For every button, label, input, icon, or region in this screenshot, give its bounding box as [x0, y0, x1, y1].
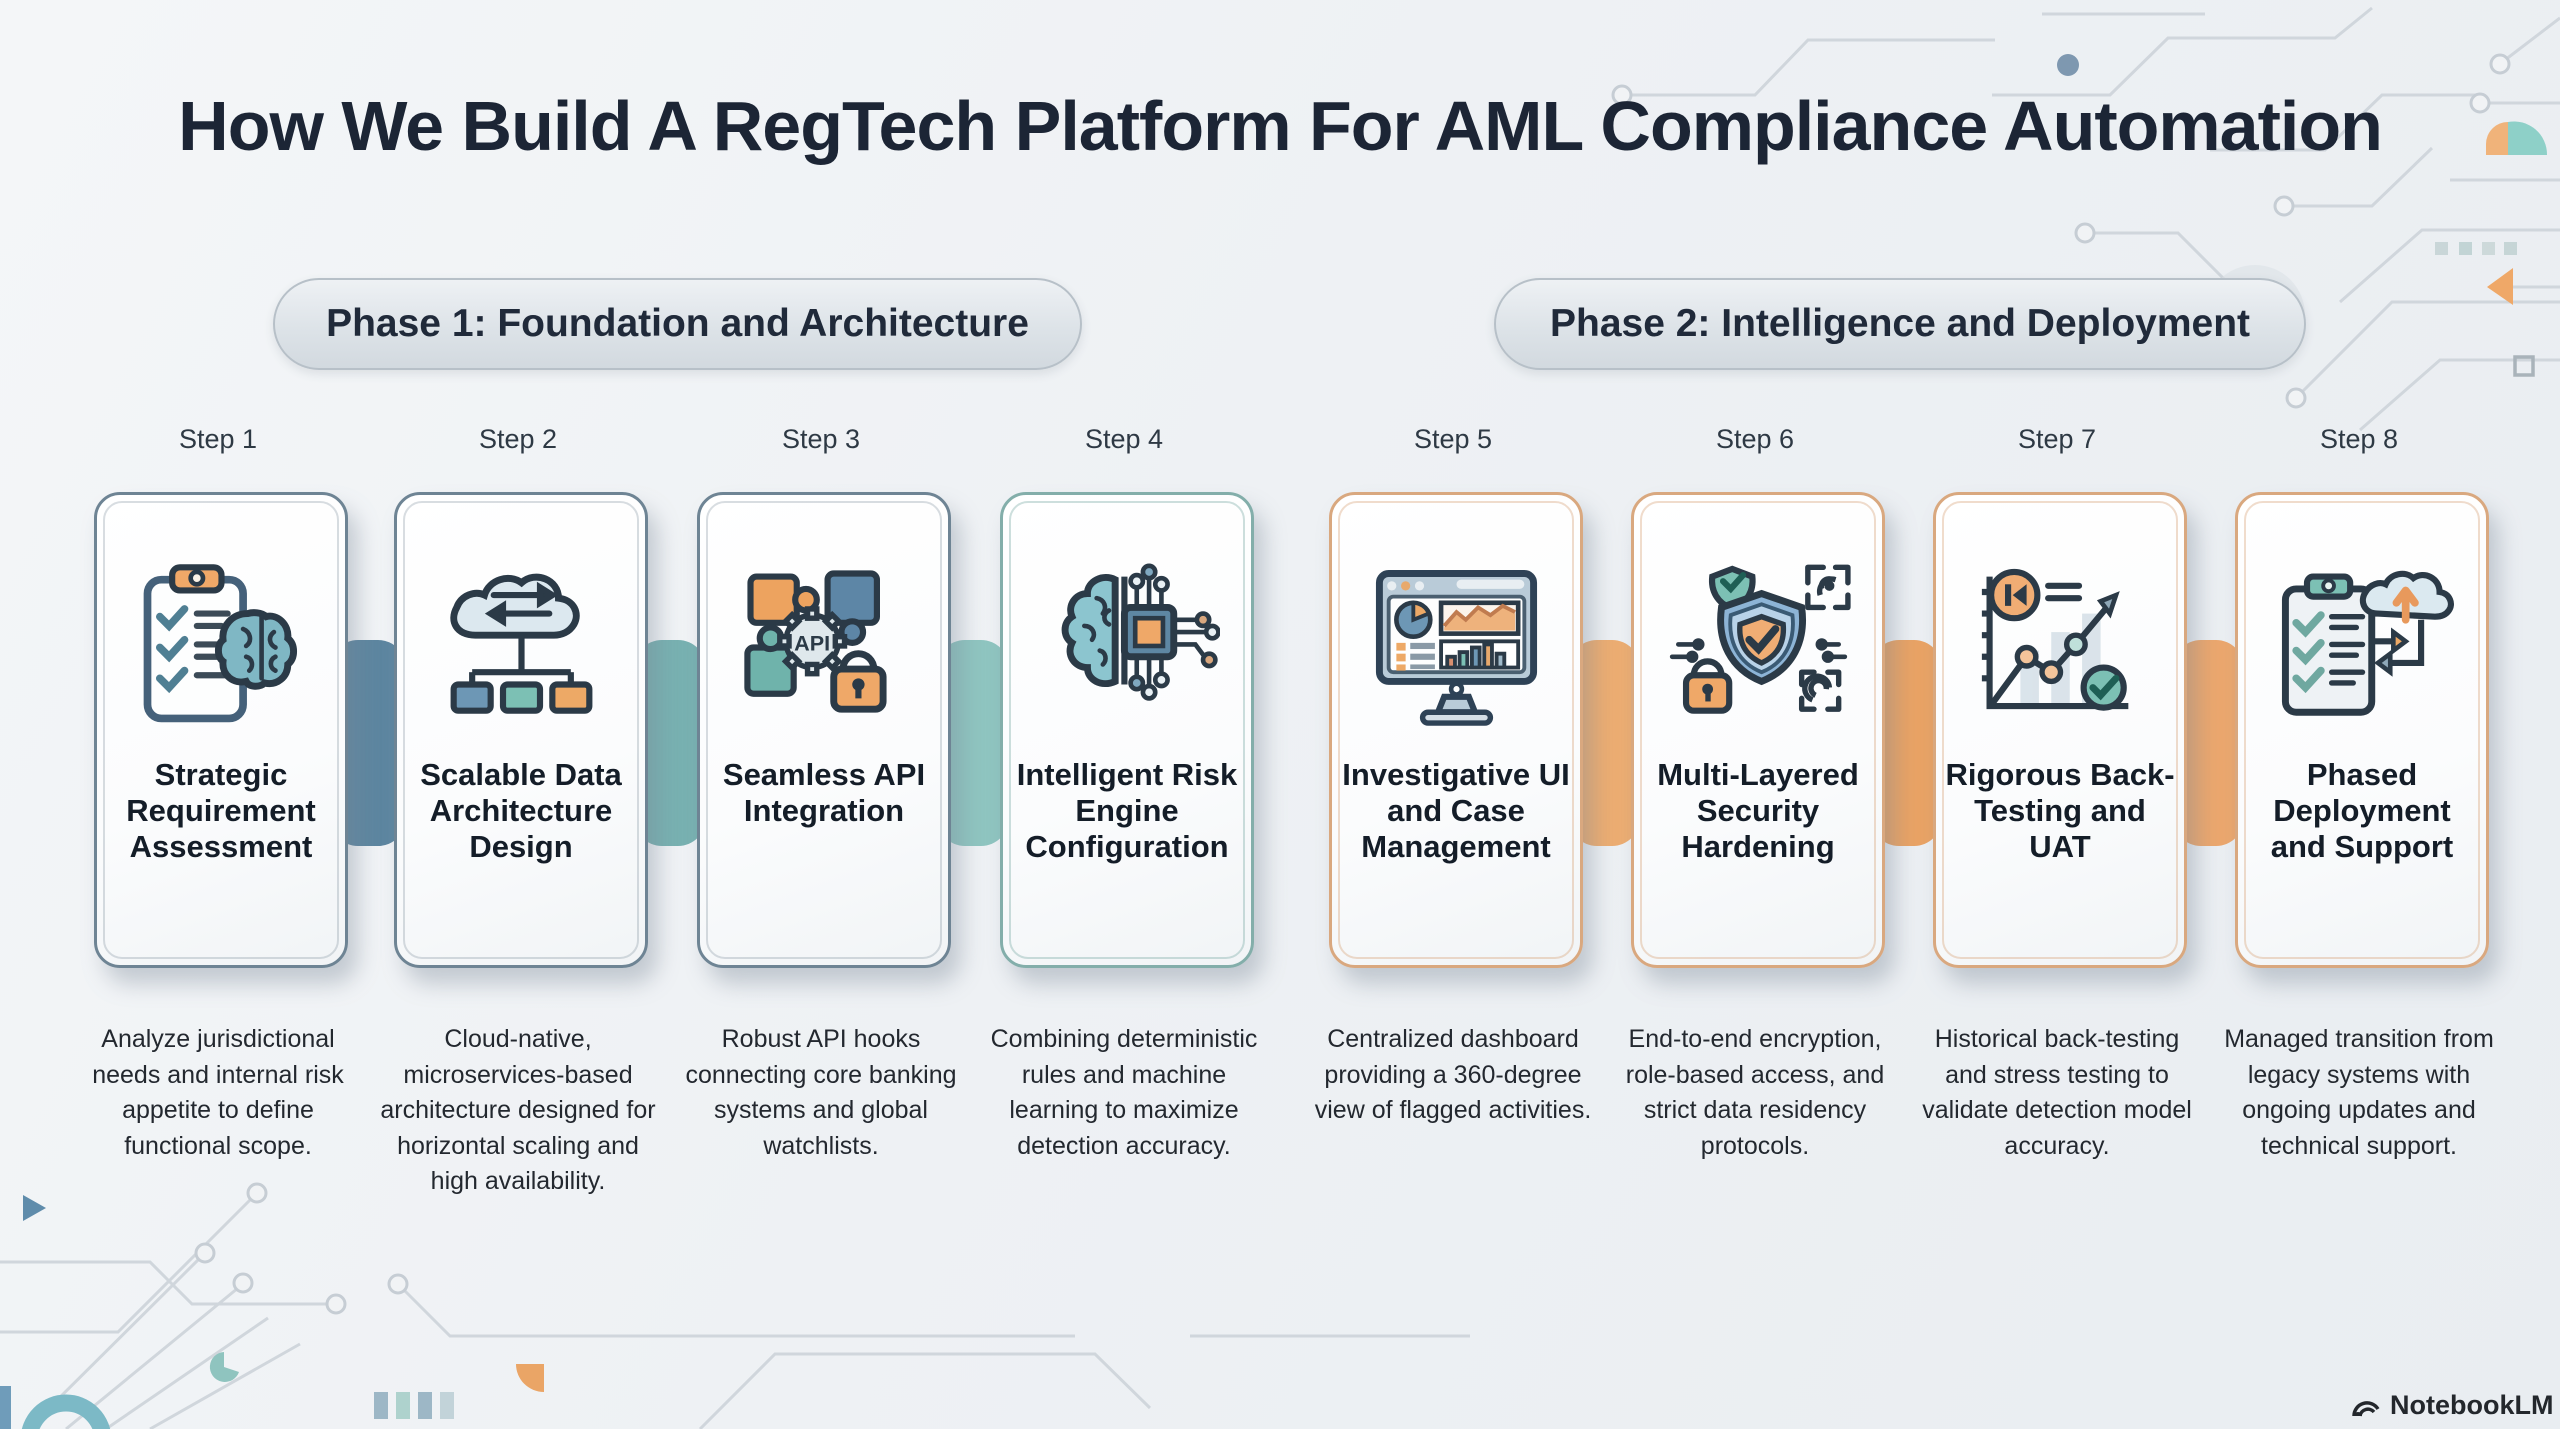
- watermark-label: NotebookLM: [2390, 1390, 2554, 1420]
- phase-1-badge: Phase 1: Foundation and Architecture: [273, 278, 1082, 370]
- step-3-label: Step 3: [781, 424, 861, 454]
- step-2-title: Scalable Data Architecture Design: [420, 757, 622, 864]
- step-1-card: Strategic Requirement Assessment: [94, 492, 348, 968]
- api-puzzle-lock-icon: API: [728, 547, 920, 747]
- watermark: NotebookLM: [2350, 1390, 2553, 1421]
- step-7-description: Historical back-testing and stress testi…: [1922, 1025, 2192, 1160]
- cloud-sync-hierarchy-icon: [425, 547, 617, 747]
- step-4-label: Step 4: [1084, 424, 1164, 454]
- clipboard-checklist-brain-icon: [125, 547, 317, 747]
- page-title: How We Build A RegTech Platform For AML …: [178, 87, 2383, 165]
- phase-2-label: Phase 2: Intelligence and Deployment: [1549, 302, 2251, 345]
- step-6-description: End-to-end encryption, role-based access…: [1625, 1025, 1885, 1160]
- step-5-description: Centralized dashboard providing a 360-de…: [1314, 1025, 1592, 1124]
- shield-lock-fingerprint-icon: [1662, 547, 1854, 747]
- step-3-card: API Seamless API Integration: [697, 492, 951, 968]
- step-1-title: Strategic Requirement Assessment: [126, 757, 316, 864]
- step-4-title: Intelligent Risk Engine Configuration: [1016, 757, 1238, 864]
- step-2-description: Cloud-native, microservices-based archit…: [380, 1025, 656, 1195]
- step-3-description: Robust API hooks connecting core banking…: [685, 1025, 957, 1160]
- step-6-card: Multi-Layered Security Hardening: [1631, 492, 1885, 968]
- phase-2-badge: Phase 2: Intelligence and Deployment: [1494, 278, 2306, 370]
- step-7-title: Rigorous Back-Testing and UAT: [1945, 757, 2175, 864]
- dashboard-monitor-icon: [1360, 547, 1552, 747]
- step-4-description: Combining deterministic rules and machin…: [990, 1025, 1258, 1160]
- step-5-label: Step 5: [1413, 424, 1493, 454]
- step-5-title: Investigative UI and Case Management: [1342, 757, 1570, 864]
- step-8-card: Phased Deployment and Support: [2235, 492, 2489, 968]
- clipboard-cloud-migration-icon: [2266, 547, 2458, 747]
- step-3-title: Seamless API Integration: [722, 757, 926, 828]
- step-2-label: Step 2: [478, 424, 558, 454]
- brain-chip-circuit-icon: [1031, 547, 1223, 747]
- step-6-label: Step 6: [1715, 424, 1795, 454]
- api-label: API: [794, 630, 830, 655]
- step-7-label: Step 7: [2017, 424, 2097, 454]
- backtesting-chart-check-icon: [1964, 547, 2156, 747]
- phase-1-label: Phase 1: Foundation and Architecture: [326, 302, 1029, 345]
- step-1-label: Step 1: [178, 424, 258, 454]
- step-1-description: Analyze jurisdictional needs and interna…: [92, 1025, 344, 1160]
- step-5-card: Investigative UI and Case Management: [1329, 492, 1583, 968]
- step-4-card: Intelligent Risk Engine Configuration: [1000, 492, 1254, 968]
- step-6-title: Multi-Layered Security Hardening: [1657, 757, 1859, 864]
- step-8-title: Phased Deployment and Support: [2270, 757, 2454, 864]
- notebooklm-logo: [2350, 1392, 2382, 1420]
- step-8-description: Managed transition from legacy systems w…: [2224, 1025, 2494, 1160]
- step-2-card: Scalable Data Architecture Design: [394, 492, 648, 968]
- step-8-label: Step 8: [2319, 424, 2399, 454]
- step-7-card: Rigorous Back-Testing and UAT: [1933, 492, 2187, 968]
